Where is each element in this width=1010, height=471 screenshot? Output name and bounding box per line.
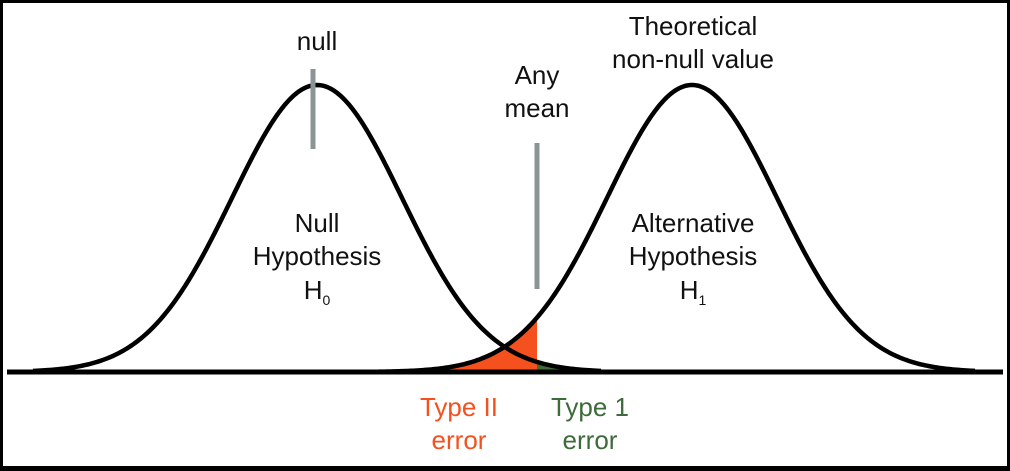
theoretical-label-line1: Theoretical <box>629 11 758 41</box>
theoretical-label-line2: non-null value <box>612 44 774 74</box>
alternative-hypothesis-symbol: H1 <box>680 275 707 308</box>
null-hypothesis-label-line1: Null <box>295 208 340 238</box>
type-ii-error-label-line2: error <box>432 425 487 455</box>
alternative-hypothesis-label-line2: Hypothesis <box>629 241 758 271</box>
hypothesis-diagram: null Theoretical non-null value Any mean… <box>7 11 1003 455</box>
null-marker-label: null <box>297 26 337 56</box>
null-hypothesis-label-line2: Hypothesis <box>253 241 382 271</box>
alternative-hypothesis-symbol-letter: H <box>680 275 699 305</box>
type-ii-error-region <box>379 317 537 372</box>
null-hypothesis-symbol: H0 <box>304 275 331 308</box>
type-i-error-label-line1: Type 1 <box>551 392 629 422</box>
alternative-distribution-curve <box>378 82 976 374</box>
null-hypothesis-subscript: 0 <box>322 292 330 308</box>
any-mean-label-line1: Any <box>515 60 560 90</box>
any-mean-label-line2: mean <box>504 93 569 123</box>
type-i-error-region <box>537 361 601 372</box>
alternative-hypothesis-subscript: 1 <box>698 292 706 308</box>
type-i-error-label-line2: error <box>563 425 618 455</box>
alternative-hypothesis-label-line1: Alternative <box>632 208 755 238</box>
null-hypothesis-symbol-letter: H <box>304 275 323 305</box>
figure-panel: null Theoretical non-null value Any mean… <box>3 3 1007 466</box>
type-ii-error-label-line1: Type II <box>420 392 498 422</box>
